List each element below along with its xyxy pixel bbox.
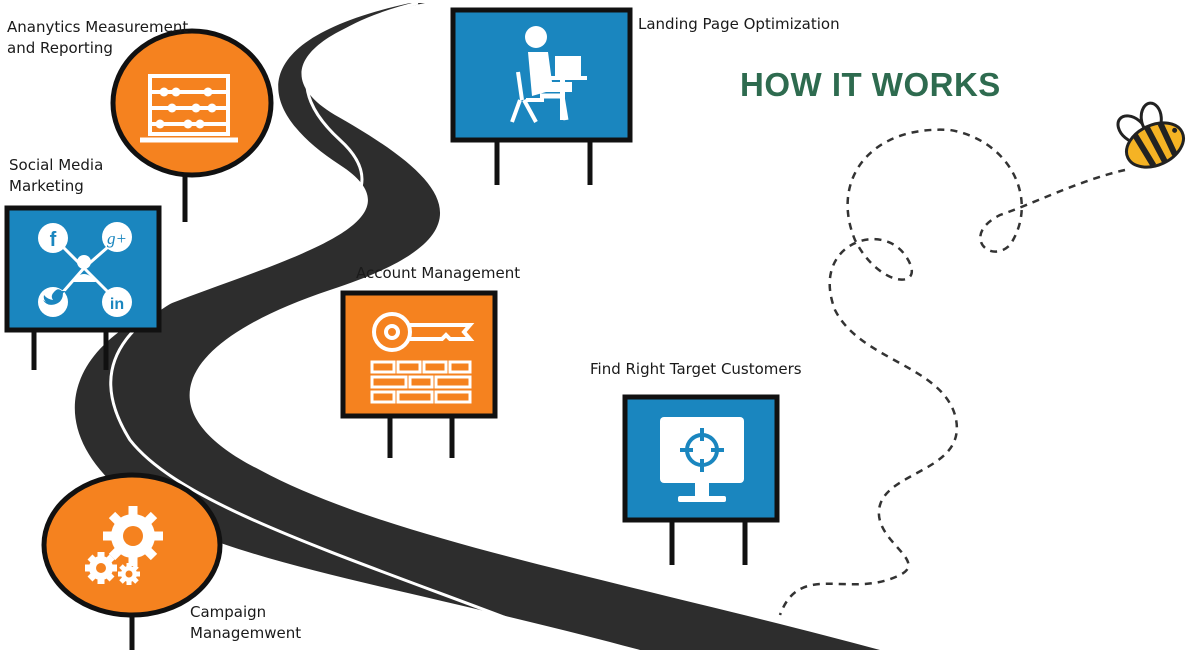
step-landing (450, 7, 633, 185)
twitter-icon (38, 287, 68, 317)
google-plus-icon: g+ (102, 222, 132, 252)
label-campaign-line-2: Managemwent (190, 624, 302, 642)
road-center-line (109, 1, 591, 650)
label-analytics-line-2: and Reporting (7, 39, 113, 57)
label-account: Account Management (356, 263, 520, 284)
label-landing: Landing Page Optimization (638, 14, 840, 35)
winding-road (74, 1, 881, 650)
step-analytics (110, 28, 274, 222)
target-monitor-icon (660, 417, 744, 502)
step-social: f g+ in (4, 205, 162, 370)
person-icon (72, 255, 96, 282)
crosshair-icon (680, 428, 724, 472)
label-target-line-1: Find Right Target Customers (590, 360, 802, 378)
label-target: Find Right Target Customers (590, 359, 802, 380)
bee-icon (1116, 101, 1185, 169)
linkedin-glyph: in (110, 296, 124, 313)
label-account-line-1: Account Management (356, 264, 521, 282)
label-social: Social Media Marketing (9, 155, 103, 197)
label-landing-line-1: Landing Page Optimization (638, 15, 840, 33)
label-social-line-2: Marketing (9, 177, 84, 195)
gears-icon (85, 506, 163, 585)
facebook-icon: f (38, 223, 68, 253)
linkedin-icon: in (102, 287, 132, 317)
facebook-glyph: f (50, 229, 57, 251)
label-campaign-line-1: Campaign (190, 603, 267, 621)
key-icon (372, 312, 475, 352)
label-analytics-line-1: Ananytics Measurement (7, 18, 189, 36)
page-title: HOW IT WORKS (740, 66, 1001, 103)
account-sign (340, 290, 498, 419)
road-surface (74, 3, 881, 650)
google-plus-glyph: g+ (107, 229, 127, 248)
label-analytics: Ananytics Measurement and Reporting (7, 17, 188, 59)
step-campaign (41, 472, 223, 650)
brick-wall-icon (370, 360, 472, 404)
label-social-line-1: Social Media (9, 156, 104, 174)
step-account (340, 290, 498, 458)
person-at-laptop-icon (510, 26, 587, 123)
social-network-icon: f g+ in (38, 222, 132, 317)
bee-flight-path (778, 128, 1126, 616)
label-campaign: Campaign Managemwent (190, 602, 301, 644)
step-target (622, 394, 780, 565)
